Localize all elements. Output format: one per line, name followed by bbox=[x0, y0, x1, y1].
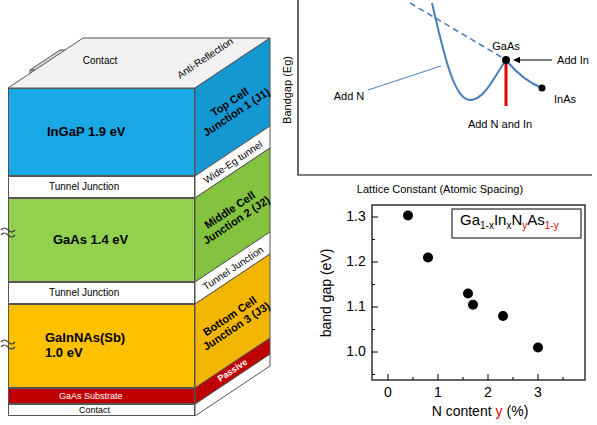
axis-label: band gap (eV) bbox=[319, 249, 334, 338]
formula: Ga1-xInxNyAs1-y bbox=[460, 212, 559, 229]
layer-label: Tunnel Junction bbox=[49, 288, 119, 298]
formula-part: In bbox=[494, 212, 507, 229]
axis-label: 1.0 bbox=[346, 344, 365, 359]
axis-label: 1 bbox=[434, 385, 442, 400]
layer-band: GaInNAs(Sb) 1.0 eV bbox=[8, 304, 195, 388]
formula-part: Ga bbox=[460, 212, 480, 229]
axis-title: N content y (%) bbox=[432, 404, 529, 419]
data-point bbox=[539, 85, 546, 92]
chart-label: InAs bbox=[554, 93, 576, 105]
formula-part: 1-x bbox=[480, 220, 494, 231]
chart-axes bbox=[298, 0, 592, 175]
formula-part: (%) bbox=[507, 404, 529, 419]
side-band-face bbox=[195, 338, 270, 404]
chart-label: Bandgap (Eg) bbox=[281, 56, 293, 124]
axis-label: 3 bbox=[534, 385, 542, 400]
tick-marks bbox=[372, 217, 563, 380]
chart-label: Add N and In bbox=[468, 118, 532, 130]
red-marker bbox=[505, 64, 508, 106]
dashed-trend bbox=[410, 3, 503, 58]
layer-band: InGaP 1.9 eV bbox=[8, 88, 195, 176]
layer-band: GaAs Substrate bbox=[8, 388, 195, 404]
axis-label: 1.3 bbox=[346, 209, 365, 224]
data-points bbox=[403, 211, 543, 353]
axis-label: 1.2 bbox=[346, 254, 365, 269]
leader-line bbox=[368, 66, 441, 90]
chart-label: GaAs bbox=[492, 40, 520, 52]
formula-part: N content bbox=[432, 404, 492, 419]
layer-band: Contact bbox=[8, 404, 195, 416]
layer-label: Tunnel Junction bbox=[49, 182, 119, 192]
axis-label: 0 bbox=[384, 385, 392, 400]
chart-label: Lattice Constant (Atomic Spacing) bbox=[357, 183, 523, 195]
bandgap-curve bbox=[506, 60, 542, 88]
layer-band: GaAs 1.4 eV bbox=[8, 198, 195, 282]
data-point bbox=[502, 56, 510, 64]
layer-label: Contact bbox=[79, 406, 110, 415]
chart-label: Add N bbox=[334, 90, 365, 102]
axis-label: 1.1 bbox=[346, 299, 365, 314]
chart-label: Add In bbox=[557, 54, 589, 66]
arrow bbox=[514, 60, 552, 61]
formula-part: y bbox=[522, 220, 527, 231]
layer-label: InGaP 1.9 eV bbox=[47, 125, 126, 140]
axis-label: 2 bbox=[484, 385, 492, 400]
layer-label: Contact bbox=[83, 55, 117, 66]
layer-band: Tunnel Junction bbox=[8, 176, 195, 198]
layer-label: GaAs Substrate bbox=[59, 392, 123, 401]
formula-part: As bbox=[527, 212, 545, 229]
plot-frame bbox=[372, 205, 585, 380]
break-mark bbox=[1, 228, 15, 349]
formula-part: N bbox=[511, 212, 522, 229]
formula-part: y bbox=[496, 404, 503, 419]
formula-part: x bbox=[506, 220, 511, 231]
layer-label: GaInNAs(Sb) 1.0 eV bbox=[45, 331, 140, 361]
layer-band: Tunnel Junction bbox=[8, 282, 195, 304]
formula-box bbox=[452, 209, 581, 238]
layer-label: GaAs 1.4 eV bbox=[53, 233, 128, 248]
formula-part: 1-y bbox=[545, 220, 559, 231]
